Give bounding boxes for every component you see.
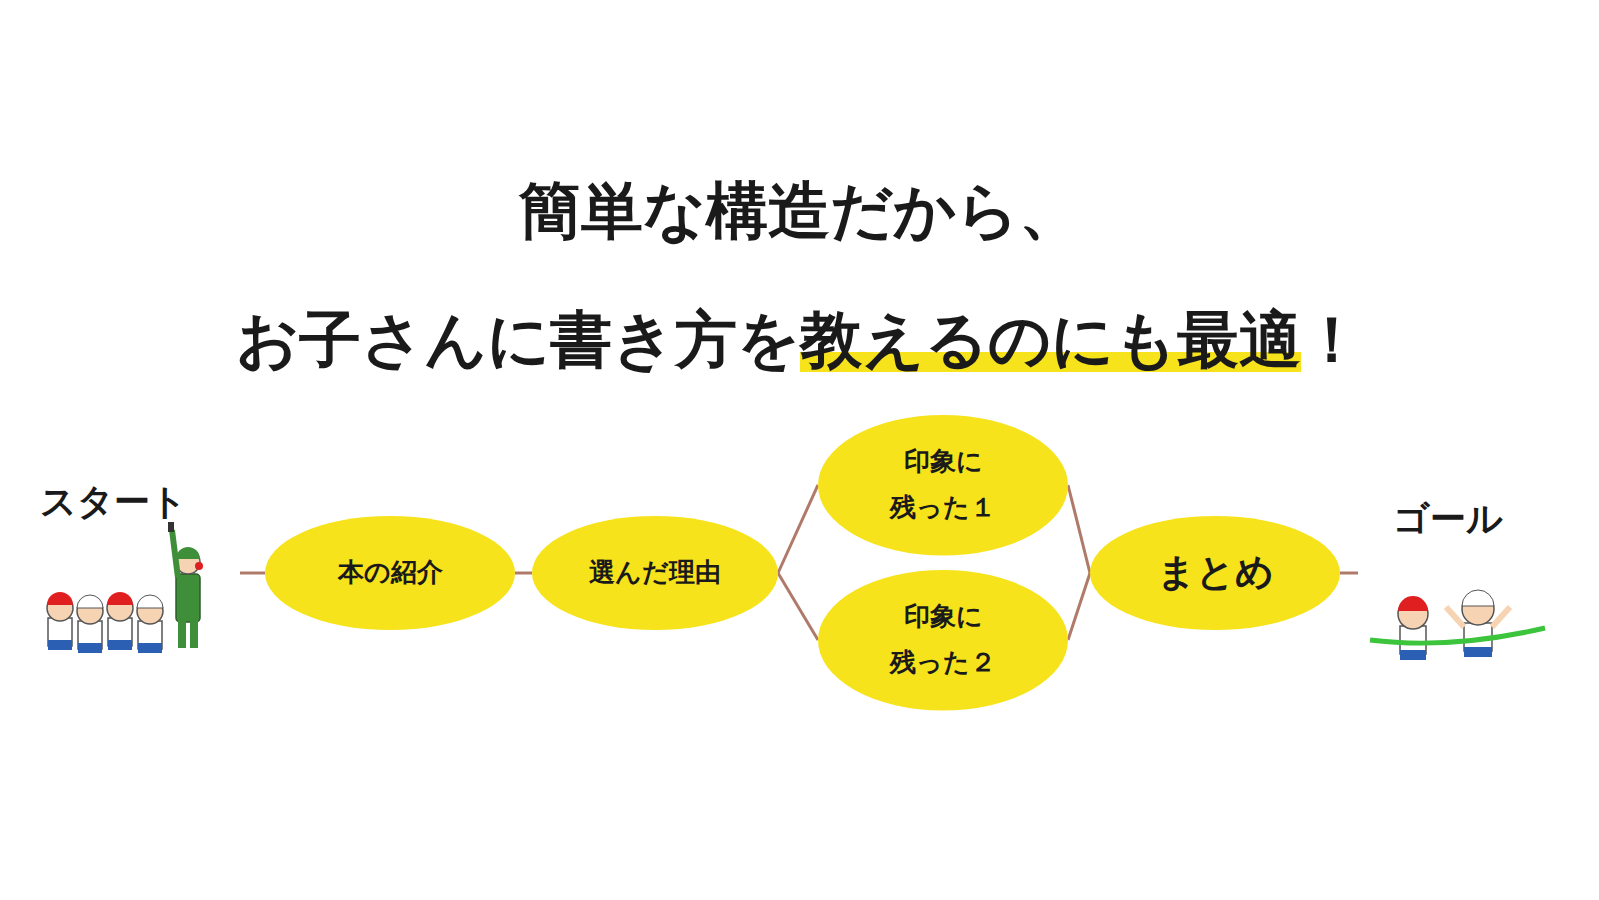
start-kids [47, 522, 203, 653]
title-line: お子さんに書き方を教えるのにも最適！ [0, 305, 1599, 376]
node-text: 選んだ理由 [589, 557, 721, 588]
ellipse-node: まとめ [1090, 516, 1340, 630]
node-text: 印象に 残った１ [890, 439, 997, 530]
node-text: 本の紹介 [338, 557, 443, 588]
lead-line [1340, 572, 1358, 575]
ellipse-node: 印象に 残った１ [818, 415, 1068, 556]
goal-label: ゴール [1393, 495, 1503, 544]
ellipse-node: 印象に 残った２ [818, 570, 1068, 711]
connector-line [515, 572, 532, 575]
connector-line [1068, 573, 1090, 640]
ellipse-node: 本の紹介 [265, 516, 515, 630]
node-text: 印象に 残った２ [890, 594, 997, 685]
goal-kids [1370, 590, 1545, 660]
node-text: まとめ [1157, 550, 1274, 596]
connector-line [778, 485, 818, 573]
goal-tape [1370, 628, 1545, 643]
ellipse-node: 選んだ理由 [532, 516, 778, 630]
title-line: 簡単な構造だから、 [0, 176, 1599, 247]
start-label: スタート [40, 478, 187, 527]
connector-line [1068, 485, 1090, 573]
ellipse-shape [818, 415, 1068, 556]
ellipse-shape [818, 570, 1068, 711]
connector-line [778, 573, 818, 640]
lead-line [240, 572, 265, 575]
